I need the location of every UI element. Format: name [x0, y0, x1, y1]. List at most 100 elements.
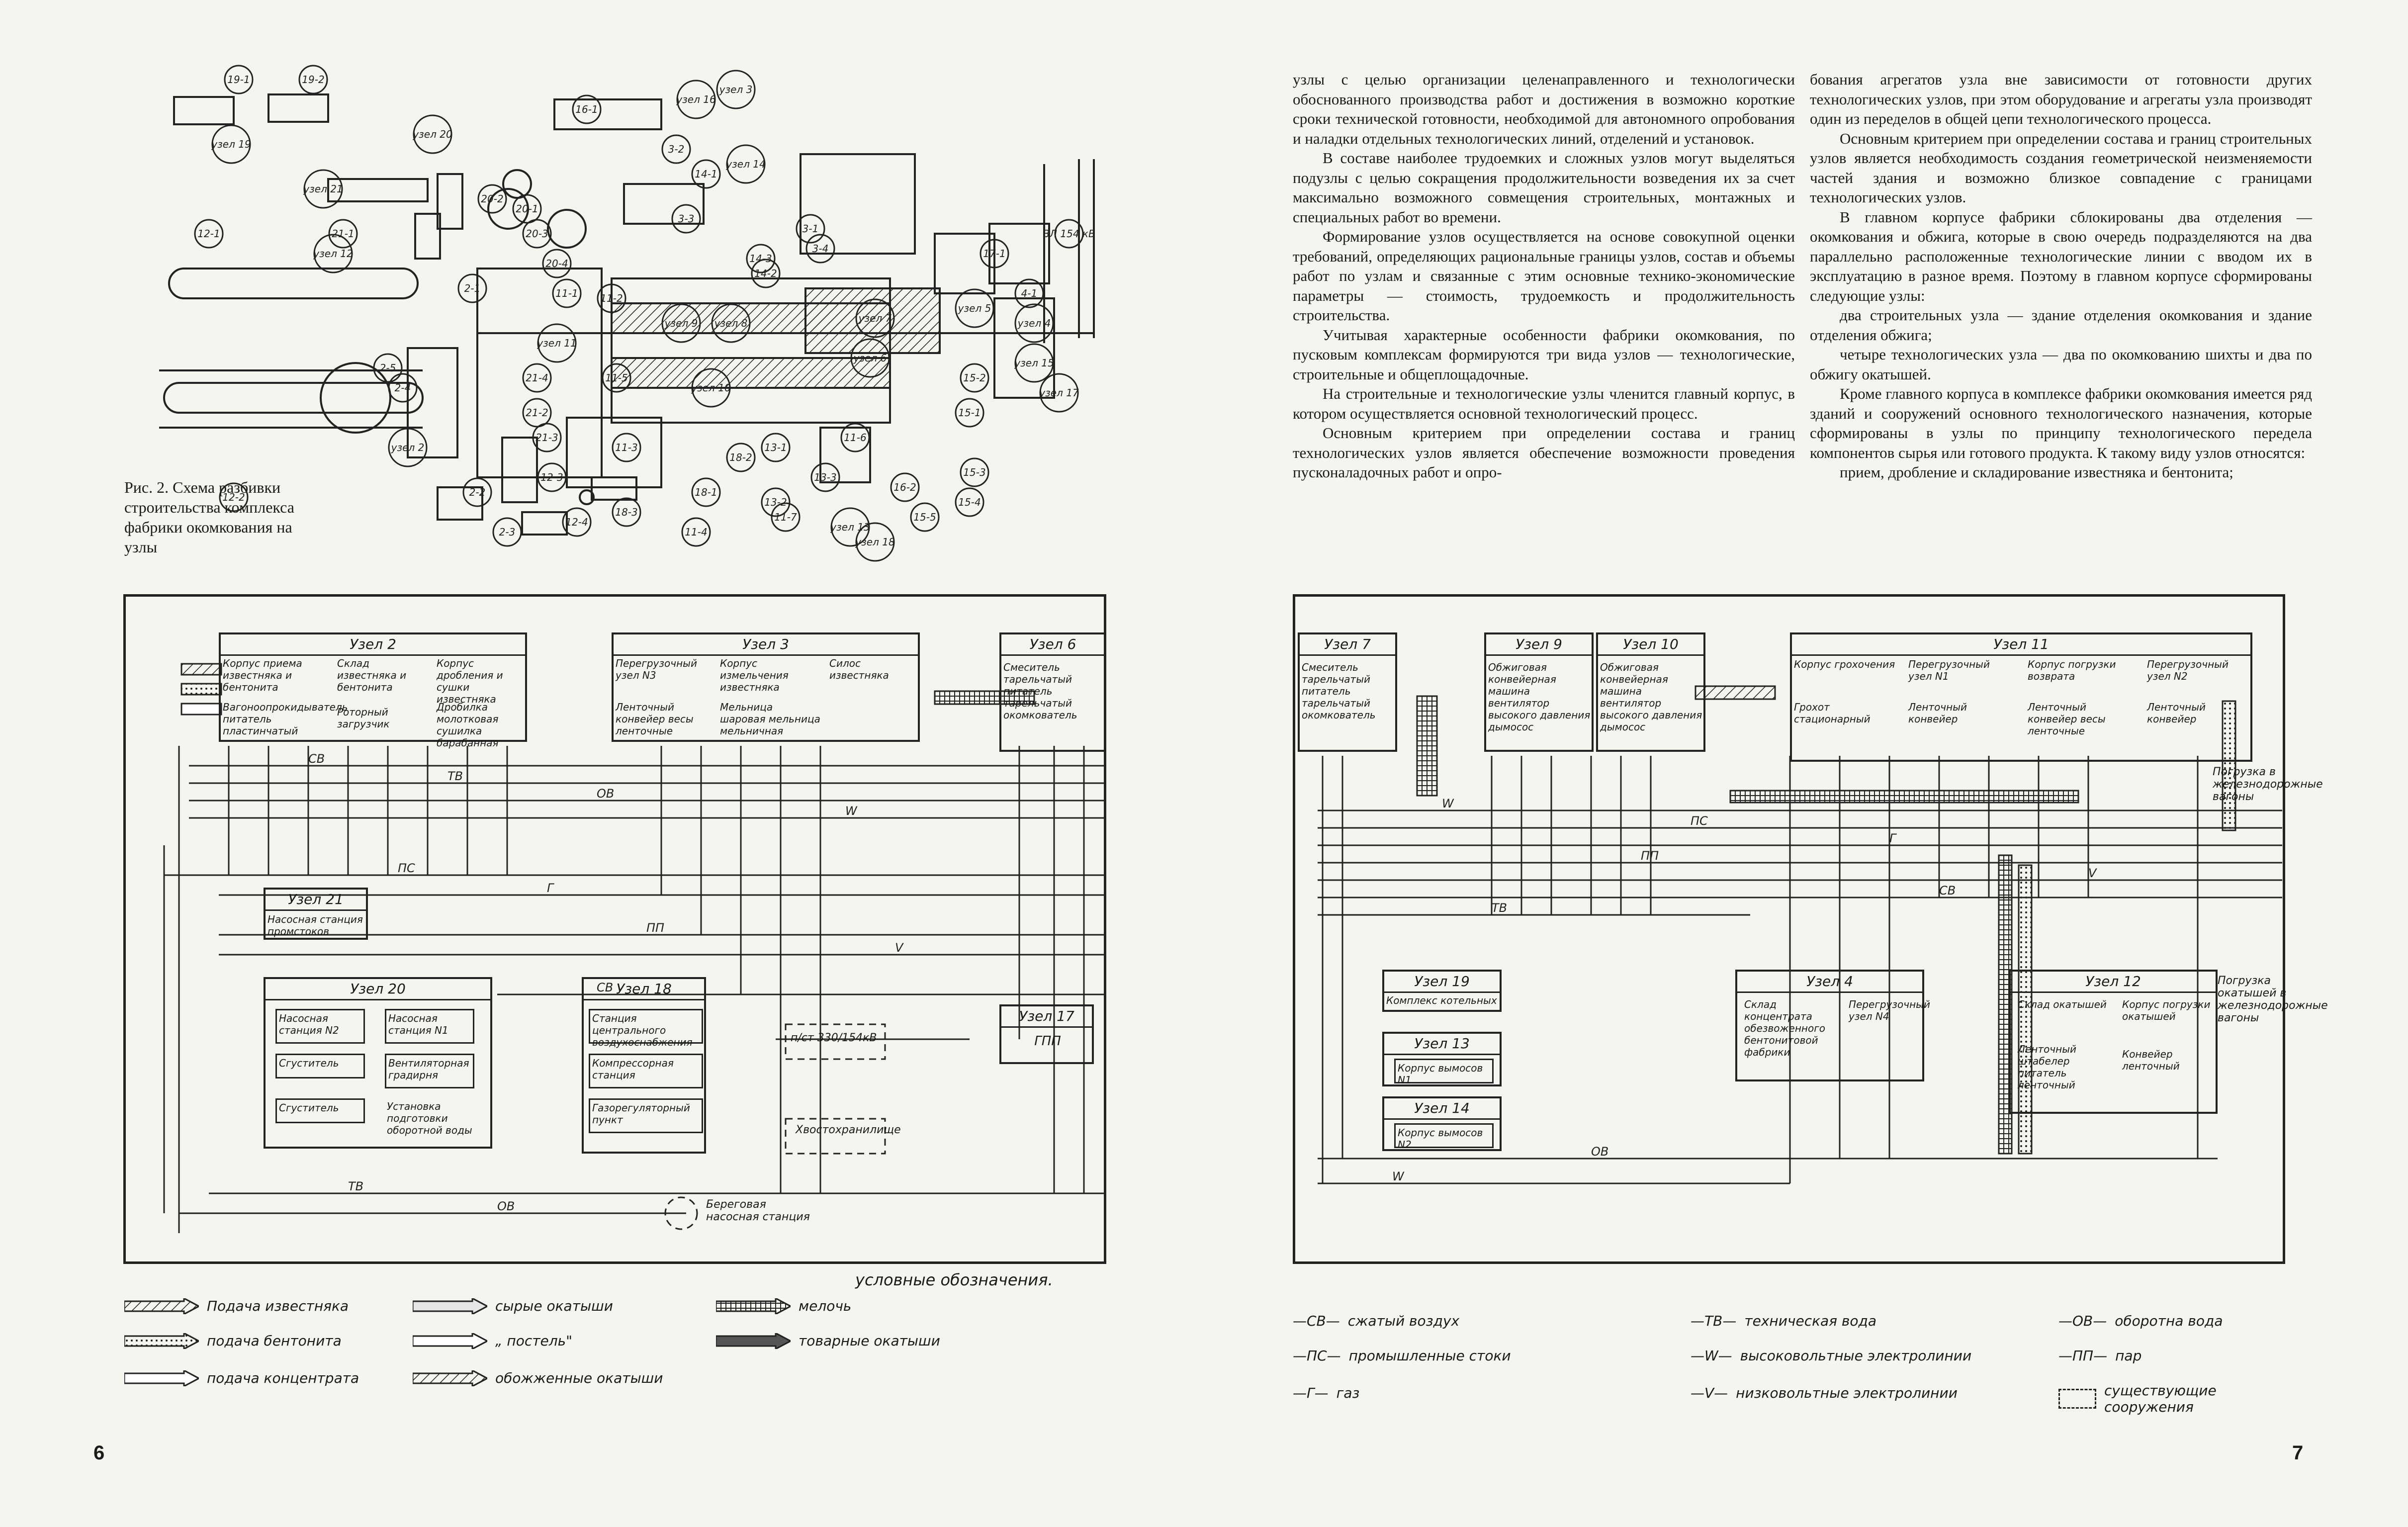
node-17-box: Узел 17 ГПП — [999, 1004, 1094, 1064]
line-label: W — [1392, 1169, 1405, 1183]
node-label: узел 17 — [1039, 387, 1079, 399]
line-label: ПП — [646, 921, 664, 935]
legend-code: —W— — [1691, 1347, 1732, 1364]
figure-3-left-frame — [123, 594, 1106, 1264]
node-marker — [1014, 343, 1054, 383]
node-label: 17-1 — [983, 248, 1005, 260]
tailings-label: Хвостохранилище — [796, 1124, 901, 1136]
line-label: ТВ — [1492, 901, 1507, 915]
node-marker — [726, 144, 766, 184]
node-marker — [711, 303, 751, 343]
legend-code: —Г— — [1293, 1385, 1329, 1401]
node-marker — [761, 433, 791, 462]
legend-item: —ОВ—оборотна вода — [2058, 1313, 2223, 1329]
node-label: 11-3 — [615, 442, 637, 453]
legend-label: оборотна вода — [2115, 1313, 2223, 1329]
node-9-cell-0: Обжиговая конвейерная машина вентилятор … — [1488, 661, 1591, 733]
line-label: СВ — [597, 981, 613, 994]
node-marker — [771, 502, 801, 532]
node-11-cell-1: Перегрузочный узел N1 — [1908, 658, 1990, 682]
node-11-cell-5: Ленточный конвейер — [1908, 701, 1967, 725]
node-10-cell-0: Обжиговая конвейерная машина вентилятор … — [1600, 661, 1702, 733]
node-11-cell-3: Перегрузочный узел N2 — [2147, 658, 2229, 682]
legend-item: —ПП—пар — [2058, 1347, 2141, 1364]
legend-label: товарные окатыши — [799, 1333, 940, 1349]
legend-item: обожженные окатыши — [413, 1370, 663, 1386]
node-marker — [761, 487, 791, 517]
node-marker — [219, 482, 249, 512]
legend-label: подача концентрата — [207, 1370, 359, 1386]
node-18-cell-1: Компрессорная станция — [589, 1054, 703, 1088]
node-marker — [1014, 278, 1044, 308]
node-9-box: Узел 9 Обжиговая конвейерная машина вент… — [1484, 632, 1594, 752]
node-7-title: Узел 7 — [1300, 634, 1395, 656]
node-label: 12-3 — [540, 471, 563, 483]
node-marker — [194, 219, 224, 249]
node-11-box: Узел 11 Корпус грохочения Перегрузочный … — [1790, 632, 2252, 762]
node-label: узел 11 — [536, 337, 576, 349]
legend-arrow-icon — [716, 1298, 791, 1314]
node-2-cell-5: Дробилка молотковая сушилка барабанная — [437, 701, 499, 749]
line-label: ОВ — [497, 1199, 515, 1213]
node-2-title: Узел 2 — [221, 634, 525, 656]
node-label: 20-1 — [516, 203, 538, 215]
legend-item: —W—высоковольтные электролинии — [1691, 1347, 1971, 1364]
page-number-left: 6 — [93, 1442, 105, 1464]
node-label: узел 8 — [714, 317, 748, 329]
node-marker — [716, 70, 756, 109]
line-label: V — [2088, 866, 2097, 880]
node-label: 2-2 — [469, 486, 486, 498]
node-marker — [1014, 303, 1054, 343]
node-marker — [855, 522, 895, 562]
node-14-title: Узел 14 — [1384, 1098, 1500, 1120]
node-2-cell-0: Корпус приема известняка и бентонита — [223, 657, 302, 693]
node-label: узел 14 — [725, 158, 765, 170]
legend-label: обожженные окатыши — [495, 1370, 663, 1386]
legend-item: Подача известняка — [124, 1298, 349, 1314]
node-label: 20-3 — [526, 228, 548, 240]
legend-label: газ — [1336, 1385, 1360, 1401]
node-marker — [661, 303, 701, 343]
node-20-box: Узел 20 Насосная станция N2 Насосная ста… — [264, 977, 492, 1149]
paragraph: Основным критерием при определении соста… — [1293, 424, 1795, 481]
figure-2-caption: Рис. 2. Схема разбивки строительства ком… — [124, 478, 294, 556]
node-label: узел 6 — [853, 352, 887, 364]
node-marker — [850, 338, 890, 378]
legend-label: промышленные стоки — [1348, 1347, 1511, 1364]
node-18-cell-0: Станция центрального воздухоснабжения — [589, 1009, 703, 1048]
node-14-box: Узел 14 Корпус вымосов N2 — [1382, 1096, 1502, 1151]
node-20-cell-2: Сгуститель — [275, 1054, 365, 1078]
node-12-cell-3: Конвейер ленточный — [2122, 1048, 2180, 1072]
node-marker — [726, 443, 756, 472]
node-label: 3-2 — [668, 143, 685, 155]
node-label: узел 9 — [664, 317, 698, 329]
line-label: ОВ — [597, 787, 614, 801]
node-20-cell-1: Насосная станция N1 — [385, 1009, 474, 1044]
node-3-title: Узел 3 — [614, 634, 918, 656]
legend-label: сжатый воздух — [1347, 1313, 1460, 1329]
node-label: узел 3 — [719, 84, 753, 95]
node-20-cell-5: Установка подготовки оборотной воды — [387, 1100, 472, 1136]
node-label: 15-2 — [963, 372, 985, 384]
node-marker — [522, 398, 552, 428]
node-label: 4-1 — [1021, 287, 1038, 299]
node-label: узел 16 — [676, 93, 715, 105]
node-marker — [955, 288, 994, 328]
node-marker — [960, 363, 989, 393]
node-7-cell-0: Смеситель тарельчатый питатель тарельчат… — [1302, 661, 1376, 721]
node-label: узел 18 — [855, 536, 894, 548]
legend-item: —Г— газ — [1293, 1385, 1359, 1401]
node-label: узел 4 — [1017, 317, 1051, 329]
paragraph: бования агрегатов узла вне зависимости о… — [1810, 71, 2312, 127]
node-19-cell-0: Комплекс котельных — [1386, 994, 1497, 1006]
legend-arrow-icon — [124, 1333, 199, 1349]
node-label: 2-1 — [464, 282, 481, 294]
node-2-cell-4: Роторный загрузчик — [337, 706, 390, 730]
node-label: 18-1 — [695, 486, 717, 498]
legend-item: —ПС—промышленные стоки — [1293, 1347, 1511, 1364]
legend-label: сырые окатыши — [495, 1298, 613, 1314]
legend-arrow-icon — [413, 1370, 487, 1386]
node-12-cell-0: Склад окатышей — [2018, 998, 2107, 1010]
